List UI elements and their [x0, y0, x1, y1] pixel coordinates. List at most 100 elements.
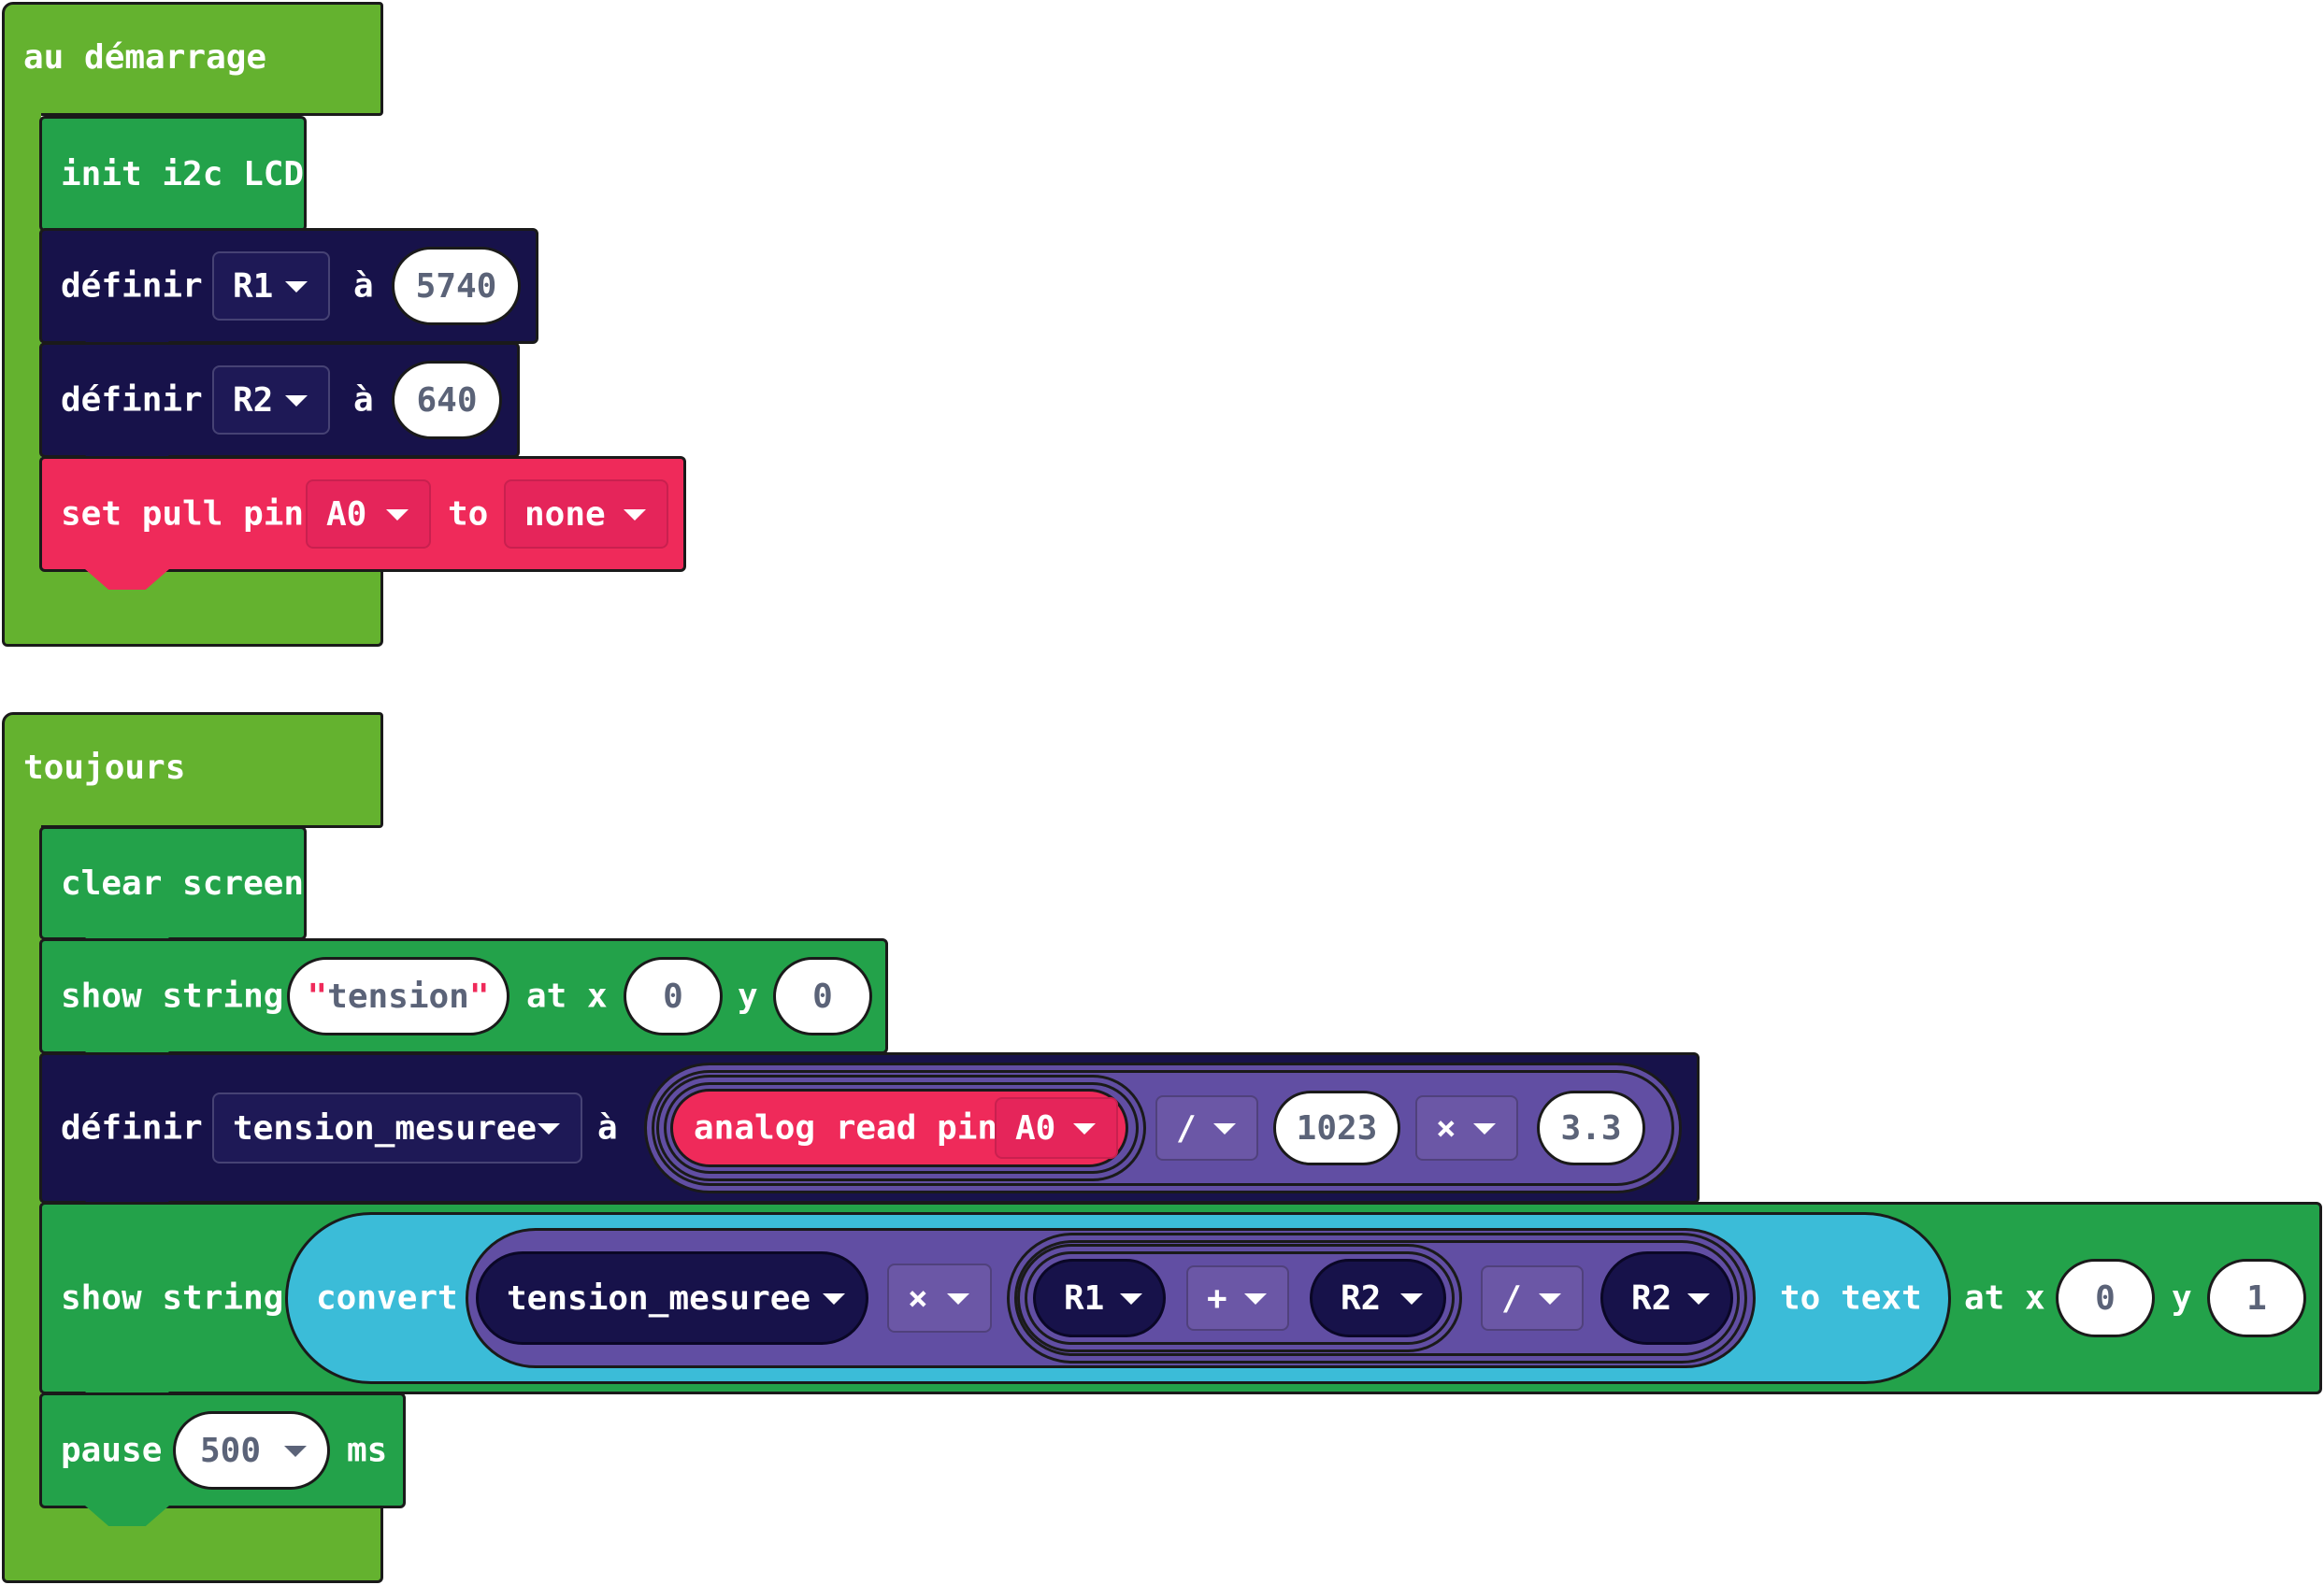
set-r2-to: à	[353, 380, 374, 420]
show-string-label-2: show string	[61, 1278, 284, 1318]
pause-duration-dropdown[interactable]: 500	[173, 1411, 330, 1490]
clear-screen-label: clear screen	[61, 864, 305, 903]
convert-to-text-block[interactable]: convert tension_mesuree × R1 +	[285, 1212, 1951, 1384]
set-r1-block[interactable]: définir R1 à 5740	[39, 228, 538, 362]
divide-operator-dropdown-2[interactable]: /	[1481, 1265, 1584, 1331]
pause-duration: 500	[200, 1431, 262, 1470]
quote-open: "	[307, 977, 328, 1016]
multiply-operator-dropdown[interactable]: ×	[1415, 1095, 1518, 1161]
show-string-tension-block[interactable]: show string " tension " at x 0 y 0	[39, 938, 888, 1072]
set-tension-keyword: définir	[61, 1108, 203, 1148]
math-expression-inner[interactable]: analog read pin A0	[664, 1082, 1139, 1174]
string-input[interactable]: " tension "	[287, 957, 509, 1035]
r2-name-2: R2	[1631, 1278, 1672, 1318]
r2-reporter-2[interactable]: R2	[1600, 1251, 1733, 1345]
analog-read-block[interactable]: analog read pin A0	[670, 1089, 1128, 1167]
analog-pin-dropdown[interactable]: A0	[995, 1097, 1118, 1159]
multiply-expression[interactable]: tension_mesuree × R1 +	[466, 1228, 1756, 1368]
set-pull-pin-dropdown[interactable]: A0	[306, 479, 431, 549]
chevron-down-icon	[823, 1293, 845, 1305]
r2-reporter[interactable]: R2	[1310, 1259, 1446, 1337]
add-operator-dropdown[interactable]: +	[1186, 1265, 1289, 1331]
block-notch	[85, 1506, 169, 1526]
divide-expression[interactable]: R1 + R2 / R2	[1014, 1240, 1740, 1356]
tension-var-reporter[interactable]: tension_mesuree	[476, 1251, 868, 1345]
divisor-input[interactable]: 1023	[1273, 1091, 1400, 1165]
chevron-down-icon	[947, 1293, 969, 1305]
chevron-down-icon	[285, 281, 308, 293]
clear-screen-block[interactable]: clear screen	[39, 826, 307, 958]
chevron-down-icon	[1687, 1293, 1710, 1305]
set-r1-var-dropdown[interactable]: R1	[212, 251, 330, 321]
math-expression[interactable]: analog read pin A0 / 1023 × 3.3	[652, 1070, 1674, 1186]
set-r2-block[interactable]: définir R2 à 640	[39, 342, 520, 476]
to-text-label: to text	[1780, 1278, 1922, 1318]
chevron-down-icon	[1473, 1123, 1496, 1135]
forever-footer	[2, 1506, 383, 1583]
quote-close: "	[468, 977, 490, 1016]
set-tension-block[interactable]: définir tension_mesuree à analog read pi…	[39, 1052, 1700, 1221]
set-pull-mode-dropdown[interactable]: none	[504, 479, 668, 549]
divide-operator-dropdown[interactable]: /	[1155, 1095, 1258, 1161]
at-x-label: at x	[526, 977, 608, 1016]
convert-label: convert	[316, 1278, 458, 1318]
tension-var-dropdown[interactable]: tension_mesuree	[212, 1092, 582, 1164]
set-tension-to: à	[597, 1108, 618, 1148]
forever-rail	[2, 822, 41, 1514]
factor-input[interactable]: 3.3	[1537, 1091, 1645, 1165]
x-input[interactable]: 0	[624, 957, 723, 1035]
chevron-down-icon	[1213, 1123, 1236, 1135]
multiply-operator-2: ×	[908, 1278, 928, 1318]
tension-var-name: tension_mesuree	[507, 1278, 811, 1318]
at-x-label-2: at x	[1964, 1278, 2045, 1318]
chevron-down-icon	[538, 1123, 560, 1135]
y-label: y	[738, 977, 758, 1016]
r1-reporter[interactable]: R1	[1033, 1259, 1166, 1337]
set-r1-keyword: définir	[61, 266, 203, 306]
add-operator: +	[1207, 1278, 1227, 1318]
init-lcd-label: init i2c LCD	[61, 154, 305, 193]
chevron-down-icon	[1539, 1293, 1561, 1305]
show-string-label: show string	[61, 977, 284, 1016]
pause-unit: ms	[347, 1431, 388, 1470]
forever-block[interactable]: toujours	[2, 712, 383, 828]
y-input-2[interactable]: 1	[2207, 1259, 2306, 1337]
chevron-down-icon	[1400, 1293, 1423, 1305]
set-r2-var: R2	[233, 380, 274, 420]
chevron-down-icon	[386, 509, 409, 521]
chevron-down-icon	[285, 395, 308, 407]
forever-label: toujours	[23, 749, 186, 787]
set-pull-label: set pull pin	[61, 494, 305, 534]
set-pull-to: to	[448, 494, 489, 534]
pause-label: pause	[61, 1431, 163, 1470]
block-notch	[85, 569, 169, 590]
chevron-down-icon	[1244, 1293, 1267, 1305]
set-r1-var: R1	[233, 266, 274, 306]
y-label-2: y	[2172, 1278, 2192, 1318]
init-lcd-block[interactable]: init i2c LCD	[39, 116, 307, 250]
tension-var: tension_mesuree	[233, 1108, 538, 1148]
set-r2-keyword: définir	[61, 380, 203, 420]
pause-block[interactable]: pause 500 ms	[39, 1392, 406, 1526]
set-r1-value-input[interactable]: 5740	[392, 247, 521, 325]
r2-name: R2	[1341, 1278, 1382, 1318]
string-value: tension	[327, 977, 469, 1016]
x-input-2[interactable]: 0	[2056, 1259, 2155, 1337]
on-start-rail	[2, 110, 41, 578]
add-expression[interactable]: R1 + R2	[1025, 1251, 1455, 1345]
y-input[interactable]: 0	[773, 957, 872, 1035]
chevron-down-icon	[624, 509, 646, 521]
set-pull-pin: A0	[326, 494, 367, 534]
show-string-convert-block[interactable]: show string convert tension_mesuree × R1	[39, 1202, 2322, 1412]
set-pull-mode: none	[524, 494, 606, 534]
divide-operator: /	[1176, 1108, 1197, 1148]
multiply-operator: ×	[1436, 1108, 1456, 1148]
on-start-block[interactable]: au démarrage	[2, 2, 383, 116]
multiply-operator-dropdown-2[interactable]: ×	[887, 1264, 992, 1333]
set-pull-block[interactable]: set pull pin A0 to none	[39, 456, 686, 590]
chevron-down-icon	[1073, 1123, 1096, 1135]
analog-read-label: analog read pin	[694, 1108, 998, 1148]
chevron-down-icon	[1120, 1293, 1142, 1305]
set-r2-var-dropdown[interactable]: R2	[212, 365, 330, 435]
set-r2-value-input[interactable]: 640	[392, 361, 502, 439]
